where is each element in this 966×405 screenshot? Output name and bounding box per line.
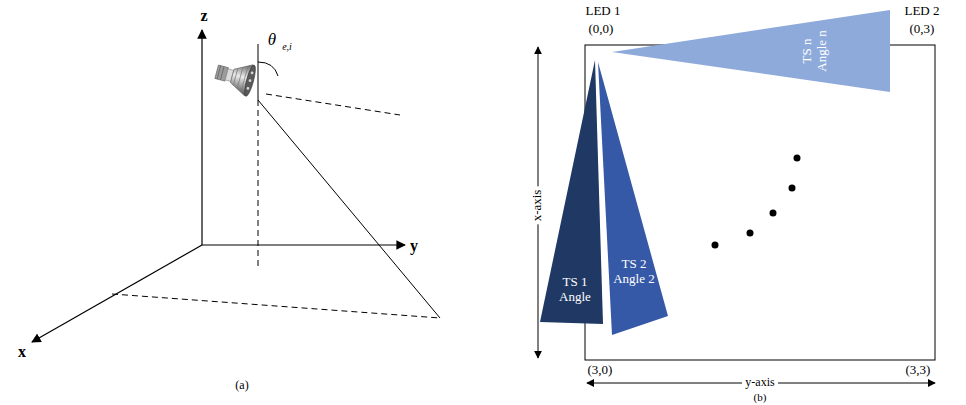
x-axis-line [32,245,202,342]
led-label: LED 2 [904,4,939,19]
sector-shape [598,62,668,335]
y-axis-line [202,244,405,245]
coordinate-label: (3,0) [588,363,613,378]
sector-label: TS 2 Angle 2 [609,257,659,287]
axis-label: y-axis [742,376,777,390]
transmission-sector: TS 1 Angle [540,60,603,324]
sector-shape [612,10,890,92]
axes-3d [32,30,405,342]
led-bulb [213,56,258,97]
axis-name: z [200,7,207,25]
coordinate-label: (3,3) [906,363,931,378]
sector-triangle [612,10,890,92]
sector-text-box: TS 1 Angle [553,275,597,305]
sector-text-box: TS 2 Angle 2 [609,257,659,287]
angle-arc [258,62,278,76]
ellipsis-dots [712,155,801,249]
axis-name: y [410,237,418,255]
coordinate-label: (0,0) [589,22,614,37]
normal-line [258,44,259,100]
axis-name: x [18,343,26,361]
angle-subscript: e,i [282,41,292,53]
sector-text-box: TS n Angle n [800,25,830,77]
ray-line [258,100,440,318]
sector-label: TS 1 Angle [553,275,597,305]
led-label: LED 1 [585,4,620,19]
sector-triangle [598,62,668,335]
z-axis [201,30,202,245]
floor-dashed [112,294,440,318]
sector-triangle [540,60,603,324]
angle-symbol: θ [268,30,276,50]
panel-label: (a) [235,379,248,393]
coordinate-label: (0,3) [910,22,935,37]
axis-label: x-axis [531,186,546,224]
panel-label: (b) [754,391,767,404]
transmission-sector: TS 2 Angle 2 [598,62,668,335]
orientation-dashed [266,94,400,115]
room-outline [585,45,935,360]
height-dashed [258,100,259,266]
projection-lines [112,44,440,318]
sector-label: TS n Angle n [800,25,830,77]
transmission-sector: TS n Angle n [612,10,890,92]
